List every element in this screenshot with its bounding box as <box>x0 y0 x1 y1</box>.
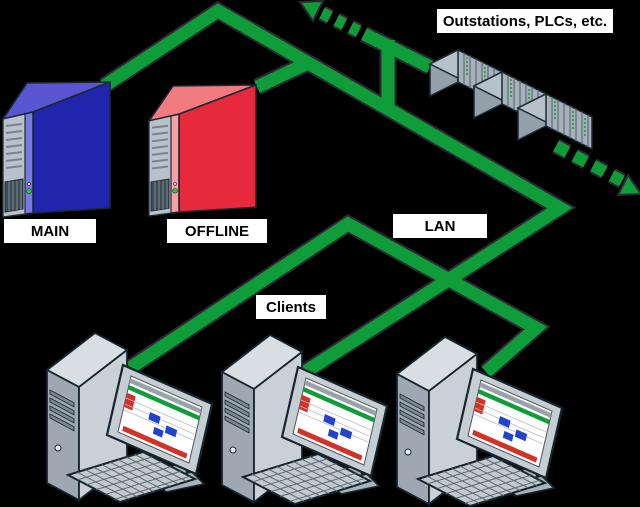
plc-rack-icon <box>517 93 593 150</box>
clients-label: Clients <box>256 295 326 319</box>
fieldbus-arrow-down-right-icon <box>616 173 640 197</box>
fieldbus-line <box>361 28 433 73</box>
main-server-label: MAIN <box>4 219 96 243</box>
offline-server-label: OFFLINE <box>167 219 267 243</box>
main-server-icon <box>2 81 111 218</box>
client-workstation-icon <box>220 333 389 506</box>
lan-lines <box>99 0 640 380</box>
offline-uplink-line <box>254 56 313 93</box>
fieldbus-dashed-up <box>319 7 365 39</box>
lan-label: LAN <box>393 214 487 238</box>
client-workstation-icon <box>395 335 564 507</box>
fieldbus-arrow-up-left-icon <box>298 0 325 23</box>
outstations-label: Outstations, PLCs, etc. <box>437 9 613 33</box>
clients-branch-line <box>126 216 548 377</box>
fieldbus-dashed-down <box>553 140 625 187</box>
offline-server-icon <box>148 84 257 217</box>
